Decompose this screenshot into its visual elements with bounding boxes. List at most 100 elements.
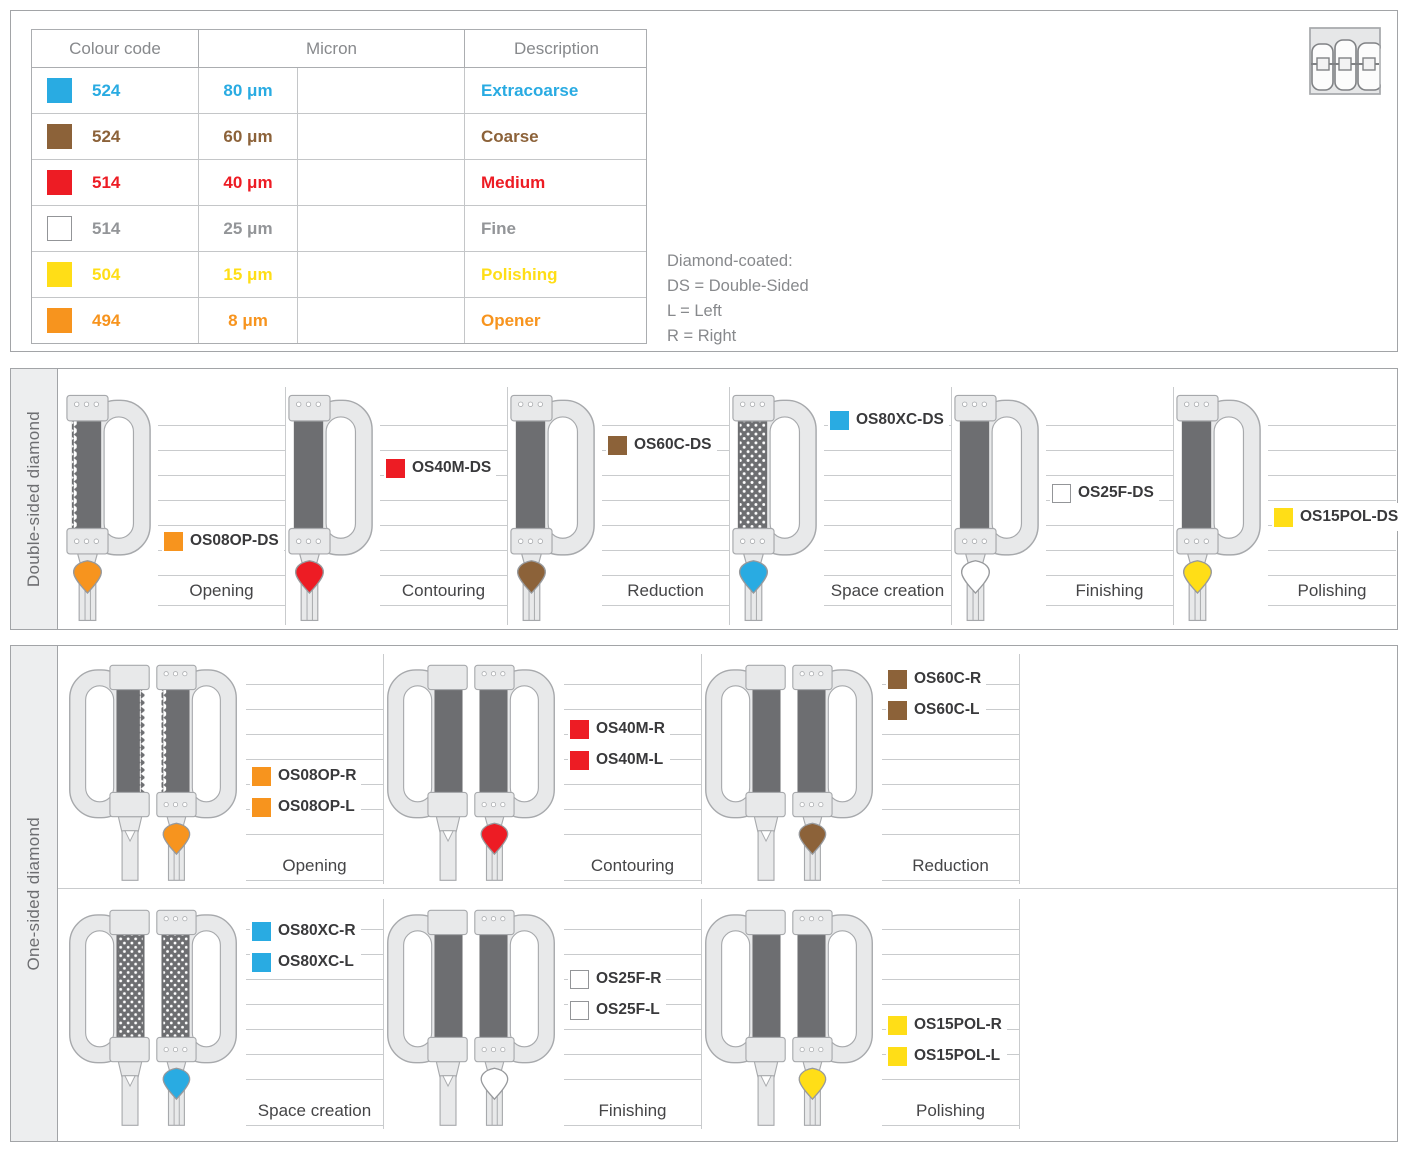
plain-strip-tool	[286, 387, 376, 623]
product-code-chips: OS40M-R OS40M-L	[568, 715, 670, 774]
label-column: OS60C-DS Reduction	[602, 401, 729, 606]
table-row: 524 60 μm Coarse	[32, 114, 646, 160]
color-swatch	[252, 921, 271, 941]
plain-strip-tool-right	[472, 901, 558, 1129]
product-code-chip: OS25F-R	[568, 965, 667, 994]
section-label: Double-sided diamond	[24, 410, 43, 588]
tool-pair	[66, 656, 242, 884]
description-value: Coarse	[481, 126, 539, 146]
tool-pair	[384, 901, 560, 1129]
color-swatch	[47, 216, 72, 241]
one-sided-row-2: OS80XC-R OS80XC-L Space creation	[58, 888, 1397, 1141]
color-swatch	[830, 410, 849, 430]
product-code: OS60C-R	[914, 670, 982, 687]
strip-tool-illustration	[508, 387, 598, 623]
category-label: Space creation	[246, 1100, 383, 1123]
color-swatch	[164, 531, 183, 551]
micron-empty-cell	[298, 298, 465, 343]
product-code: OS08OP-R	[278, 767, 357, 784]
category-label: Finishing	[1046, 580, 1173, 602]
product-code-chip: OS80XC-R	[250, 917, 361, 946]
perforated-strip-tool-left	[66, 901, 152, 1129]
product-code: OS15POL-R	[914, 1016, 1002, 1034]
right-strip-tool	[154, 656, 240, 884]
plain-strip-tool	[508, 387, 598, 623]
color-swatch	[1052, 483, 1071, 503]
product-code: OS40M-L	[596, 751, 664, 768]
micron-empty-cell	[298, 160, 465, 205]
product-code: OS60C-DS	[634, 436, 712, 453]
unit-polishing-os: OS15POL-R OS15POL-L Polishing	[702, 899, 1020, 1130]
left-strip-tool	[66, 656, 152, 884]
left-strip-tool	[384, 901, 470, 1129]
orthodontic-brackets-icon	[1309, 27, 1381, 95]
product-code: OS60C-L	[914, 701, 980, 718]
right-strip-tool	[790, 901, 876, 1129]
micron-empty-cell	[298, 206, 465, 251]
plain-strip-tool	[1174, 387, 1264, 623]
unit-reduction-ds: OS60C-DS Reduction	[508, 387, 730, 625]
plain-strip-tool	[952, 387, 1042, 623]
colour-code-table: Colour code Micron Description 524 80 μm…	[31, 29, 647, 344]
product-code: OS80XC-DS	[856, 411, 944, 428]
header-micron: Micron	[199, 30, 465, 67]
perforated-strip-tool	[730, 387, 820, 623]
left-strip-tool	[66, 901, 152, 1129]
product-code-chip: OS40M-R	[568, 715, 670, 743]
one-sided-diamond-section: One-sided diamond	[10, 645, 1398, 1142]
product-code-chips: OS15POL-R OS15POL-L	[886, 1011, 1007, 1071]
color-swatch	[47, 308, 72, 333]
color-swatch	[570, 1000, 589, 1020]
category-label: Polishing	[882, 1100, 1019, 1123]
color-swatch	[386, 458, 405, 478]
plain-strip-tool-right	[790, 656, 876, 884]
product-code: OS25F-L	[596, 1001, 660, 1019]
colour-code-value: 514	[92, 172, 121, 192]
label-column: OS08OP-DS Opening	[158, 401, 285, 606]
product-code-chip: OS15POL-DS	[1272, 503, 1404, 531]
label-column: OS80XC-R OS80XC-L Space creation	[246, 905, 383, 1127]
color-swatch	[570, 719, 589, 739]
category-label: Reduction	[882, 855, 1019, 877]
legend-item: R = Right	[667, 327, 737, 345]
header-colour-code: Colour code	[32, 30, 199, 67]
color-swatch	[570, 750, 589, 770]
color-swatch	[608, 435, 627, 455]
description-value: Medium	[481, 172, 546, 192]
unit-finishing-ds: OS25F-DS Finishing	[952, 387, 1174, 625]
unit-space-creation-os: OS80XC-R OS80XC-L Space creation	[66, 899, 384, 1130]
table-row: 494 8 μm Opener	[32, 298, 646, 343]
tool-pair	[66, 901, 242, 1129]
one-sided-row-1: OS08OP-R OS08OP-L Opening	[58, 646, 1397, 888]
category-label: Finishing	[564, 1100, 701, 1123]
left-strip-tool	[702, 901, 788, 1129]
label-column: OS08OP-R OS08OP-L Opening	[246, 660, 383, 881]
product-code-chip: OS25F-DS	[1050, 479, 1159, 507]
micron-value: 15 μm	[199, 252, 298, 297]
product-code-chip: OS80XC-L	[250, 948, 361, 977]
product-code-chip: OS60C-DS	[606, 431, 717, 459]
unit-reduction-os: OS60C-R OS60C-L Reduction	[702, 654, 1020, 884]
colour-code-value: 524	[92, 80, 121, 100]
category-label: Polishing	[1268, 580, 1396, 602]
color-swatch	[252, 766, 271, 786]
label-column: OS25F-DS Finishing	[1046, 401, 1173, 606]
product-code-chip: OS15POL-L	[886, 1042, 1007, 1071]
colour-code-value: 514	[92, 218, 121, 238]
product-code-chip: OS60C-L	[886, 696, 987, 724]
colour-code-panel: Colour code Micron Description 524 80 μm…	[10, 10, 1398, 352]
right-strip-tool	[790, 656, 876, 884]
micron-empty-cell	[298, 114, 465, 159]
one-sided-units: OS08OP-R OS08OP-L Opening	[58, 646, 1397, 1141]
perforated-strip-tool-right	[154, 901, 240, 1129]
color-swatch	[888, 700, 907, 720]
serrated-strip-tool-right	[154, 656, 240, 884]
description-value: Polishing	[481, 264, 558, 284]
product-code-chip: OS25F-L	[568, 996, 667, 1025]
color-swatch	[1274, 507, 1293, 527]
label-column: OS40M-DS Contouring	[380, 401, 507, 606]
micron-empty-cell	[298, 252, 465, 297]
product-code: OS08OP-L	[278, 798, 355, 815]
plain-strip-tool-right	[472, 656, 558, 884]
